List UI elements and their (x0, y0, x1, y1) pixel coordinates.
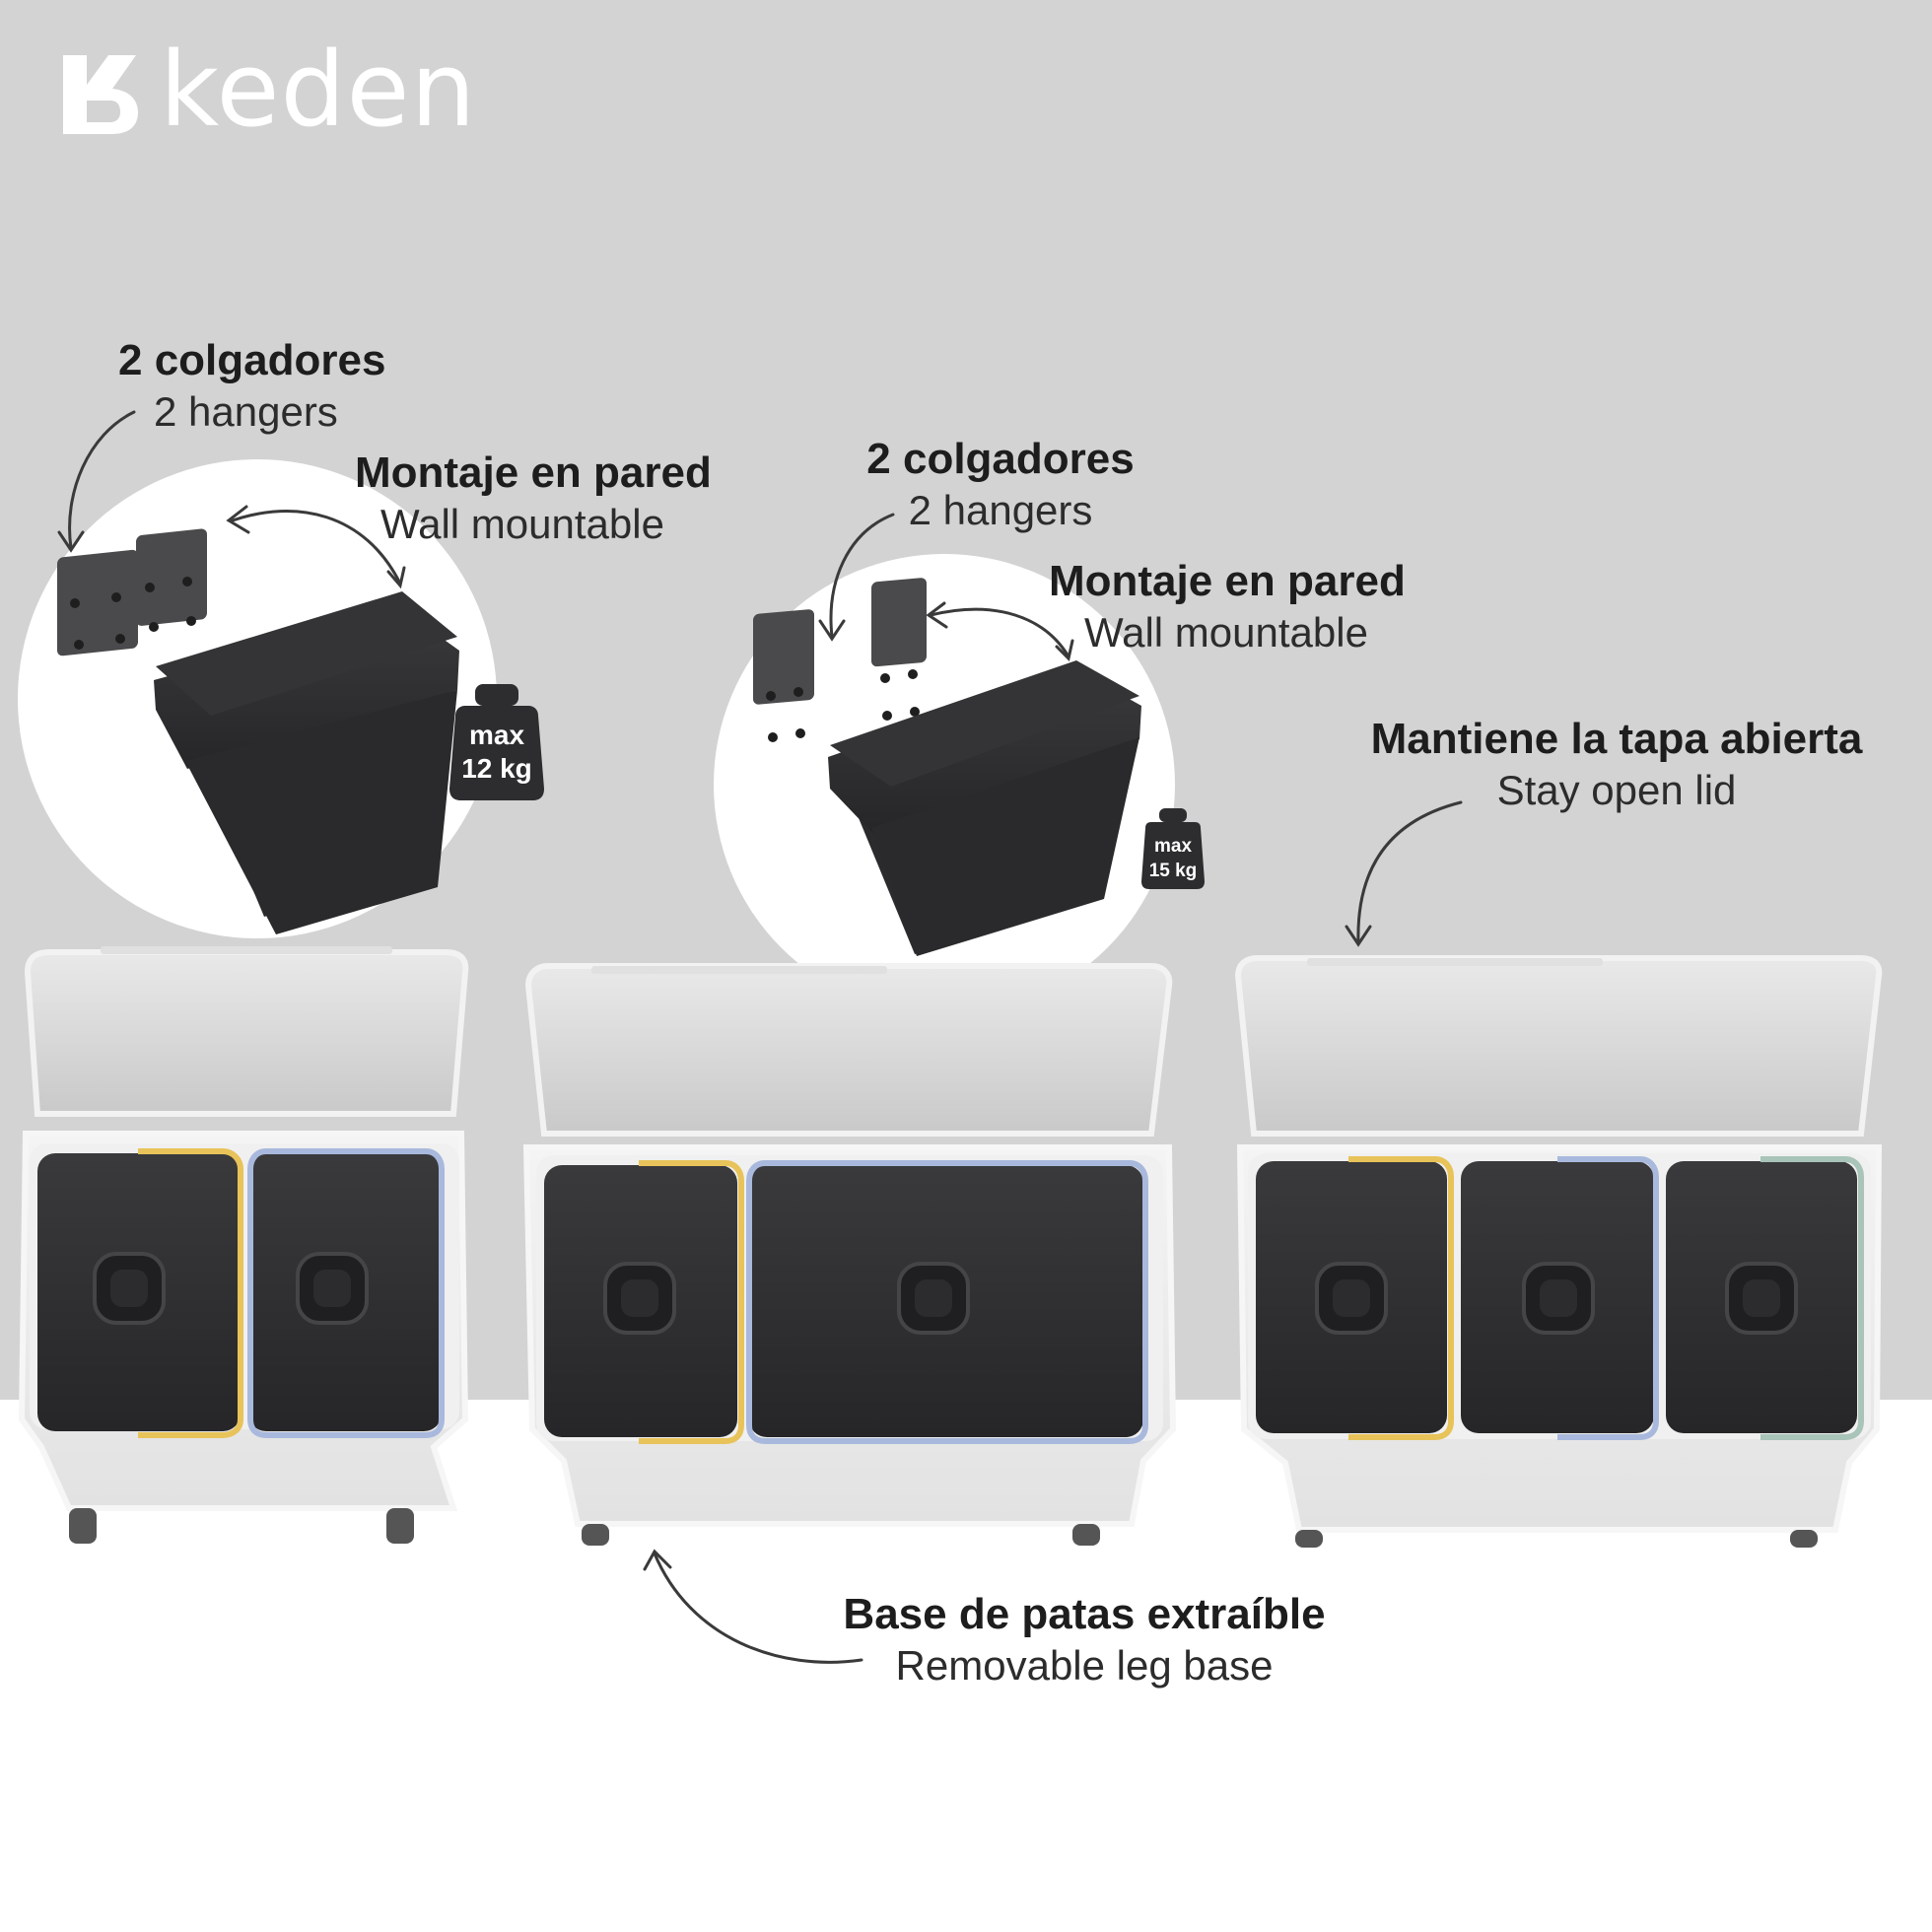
weight-label-small-line2: 12 kg (461, 753, 532, 784)
callout-subtitle: Removable leg base (895, 1641, 1274, 1689)
waste-bin-icon (18, 946, 469, 1544)
keden-logo-icon (63, 55, 138, 134)
callout-subtitle: 2 hangers (154, 387, 338, 435)
callout-hangers-large: 2 colgadores 2 hangers (848, 434, 1153, 535)
callout-title: Base de patas extraíble (843, 1590, 1326, 1638)
waste-bin-icon (828, 660, 1141, 956)
callout-title: Montaje en pared (1049, 557, 1406, 605)
callout-title: 2 colgadores (118, 336, 386, 384)
weight-icon: max 15 kg (1141, 806, 1205, 891)
brand-name: keden (160, 30, 477, 150)
curved-arrow-icon (57, 410, 1463, 1664)
callout-subtitle: Stay open lid (1496, 766, 1737, 813)
wall-hanger-icon (753, 578, 927, 742)
weight-label-large-line1: max (1153, 836, 1193, 857)
weight-label-small-line1: max (468, 720, 525, 750)
callout-wall-small: Montaje en pared Wall mountable (355, 448, 712, 549)
weight-icon: max 12 kg (449, 682, 544, 804)
callout-title: Montaje en pared (355, 448, 712, 497)
callout-subtitle: Wall mountable (1084, 608, 1368, 656)
wall-hanger-icon (57, 528, 207, 656)
waste-bin-icon (522, 963, 1177, 1546)
callout-subtitle: Wall mountable (380, 500, 664, 547)
waste-bin-icon (154, 591, 459, 934)
weight-label-large-line2: 15 kg (1148, 861, 1198, 881)
brand-logo: keden (57, 38, 476, 141)
callout-lid: Mantiene la tapa abierta Stay open lid (1360, 714, 1873, 815)
callout-legs: Base de patas extraíble Removable leg ba… (828, 1589, 1341, 1690)
callout-wall-large: Montaje en pared Wall mountable (1049, 556, 1406, 657)
callout-title: 2 colgadores (866, 435, 1135, 483)
callout-title: Mantiene la tapa abierta (1370, 715, 1863, 763)
waste-bin-icon (1234, 955, 1883, 1548)
callout-subtitle: 2 hangers (908, 486, 1093, 533)
callout-hangers-small: 2 colgadores 2 hangers (118, 335, 385, 437)
